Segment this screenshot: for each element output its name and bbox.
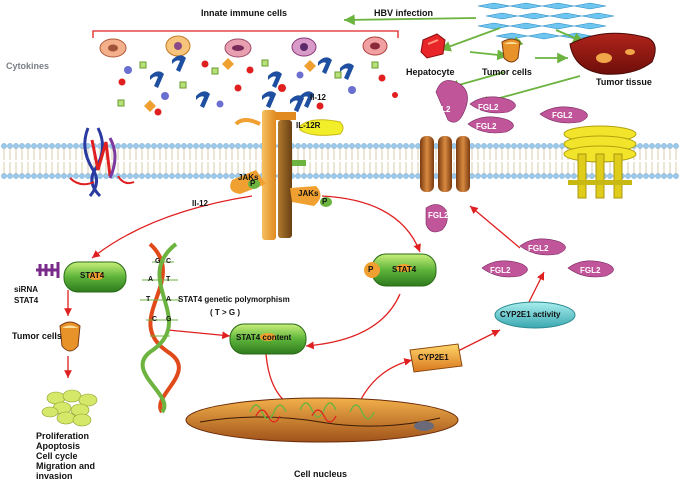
jaks-left-label: JAKs	[238, 173, 259, 182]
stat4-capsule-phos	[364, 253, 437, 287]
dna-helix	[140, 242, 181, 414]
hepatocyte-icon	[420, 33, 446, 59]
il12-top-label: Il-12	[310, 93, 327, 102]
membrane-protein-left	[69, 127, 135, 198]
innate-immune-cells-label: Innate immune cells	[200, 8, 288, 18]
dna-base: G	[155, 258, 161, 265]
fgl2-channel	[420, 136, 470, 192]
dna-base: A	[166, 296, 172, 303]
dna-base: G	[166, 316, 172, 323]
il12-receptor	[230, 110, 344, 240]
outcome-apoptosis: Apoptosis	[36, 440, 80, 451]
cyp2e1-activity-label: CYP2E1 activity	[500, 310, 561, 319]
fgl2-f-label: FGL2	[528, 244, 549, 253]
fgl2-a-label: FGL2	[430, 105, 451, 114]
tumor-tissue-icon	[569, 32, 656, 75]
dna-base: T	[146, 296, 151, 303]
fgl2-b-label: FGL2	[478, 103, 499, 112]
il12-bottom-label: Il-12	[192, 199, 209, 208]
stat4-phos-label: STAT4	[392, 265, 417, 274]
stat4-content-label: STAT4 content	[236, 333, 292, 342]
sirna-inhibitor	[36, 262, 60, 278]
hepatocyte-label: Hepatocyte	[406, 67, 455, 77]
fgl2-e-label: FGL2	[490, 266, 511, 275]
cyp2e1-label: CYP2E1	[418, 353, 449, 362]
tumor-tissue-label: Tumor tissue	[596, 77, 652, 87]
cell-nucleus-label: Cell nucleus	[294, 469, 348, 479]
sirna-label: siRNA	[14, 285, 39, 294]
stat4-left-label: STAT4	[80, 271, 105, 280]
hbv-virus-cluster	[477, 2, 615, 40]
stat4-capsule-left	[63, 261, 127, 293]
hbv-infection-label: HBV infection	[374, 8, 434, 18]
cytokines-label: Cytokines	[6, 61, 50, 71]
immune-cells-bracket	[92, 30, 399, 38]
outcomes-list: Proliferation Apoptosis Cell cycle Migra…	[36, 431, 95, 481]
polymorphism-label: STAT4 genetic polymorphism	[178, 295, 290, 304]
signal-arrows	[64, 195, 545, 412]
yellow-receptor	[563, 125, 637, 199]
cyp2e1-box	[409, 343, 463, 373]
tumor-cell-top-icon	[501, 38, 521, 63]
il12r-label: IL-12R	[296, 121, 321, 130]
stat4-sirna-label: STAT4	[14, 296, 39, 305]
dna-base: A	[148, 276, 154, 283]
cell-nucleus	[185, 397, 459, 443]
tumor-cells-left-label: Tumor cells	[12, 331, 62, 341]
dna-base: C	[166, 258, 172, 265]
cytokine-particles	[117, 58, 398, 116]
immune-cell-icons	[99, 35, 388, 58]
outcome-invasion: invasion	[36, 470, 73, 481]
il12-ligand	[262, 91, 304, 112]
outcome-cell-cycle: Cell cycle	[36, 450, 78, 461]
tumor-cell-left-icon	[59, 321, 81, 352]
p-left-label: P	[250, 179, 256, 188]
fgl2-d-label: FGL2	[552, 111, 573, 120]
fgl2-c-label: FGL2	[476, 122, 497, 131]
fgl2-membrane-label: FGL2	[428, 211, 449, 220]
p-right-label: P	[322, 197, 328, 206]
p-stat4-label: P	[368, 265, 374, 274]
outcome-proliferation: Proliferation	[36, 431, 90, 441]
outcomes-cluster	[41, 389, 98, 427]
dna-base: C	[152, 316, 158, 323]
stat4-content-capsule	[229, 323, 307, 355]
jaks-right-label: JAKs	[298, 189, 319, 198]
tumor-cells-top-label: Tumor cells	[482, 67, 532, 77]
fgl2-proteins	[425, 80, 614, 278]
cyp2e1-activity-ellipse	[494, 301, 576, 329]
polymorphism-variant-label: ( T > G )	[210, 308, 240, 317]
dna-base: T	[166, 276, 171, 283]
fgl2-g-label: FGL2	[580, 266, 601, 275]
outcome-migration: Migration and	[36, 460, 95, 471]
